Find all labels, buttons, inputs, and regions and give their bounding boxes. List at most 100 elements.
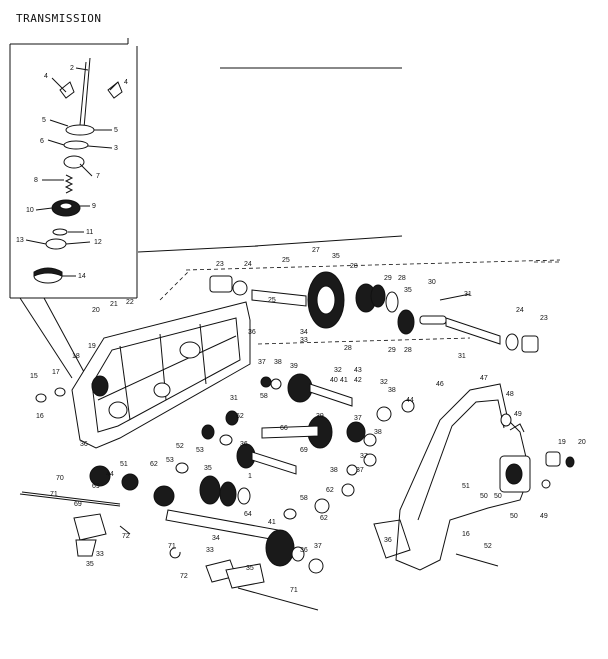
callout-34c: 33 bbox=[206, 547, 214, 554]
callout-35b: 34 bbox=[212, 535, 220, 542]
callout-33: 32 bbox=[334, 367, 342, 374]
callout-51b: 50 bbox=[510, 513, 518, 520]
callout-36d: 35 bbox=[246, 565, 254, 572]
callout-69: 71 bbox=[50, 491, 58, 498]
callout-4b: 4 bbox=[124, 79, 128, 86]
callout-37: 36 bbox=[248, 329, 256, 336]
callout-58: 62 bbox=[236, 413, 244, 420]
callout-35: 34 bbox=[300, 329, 308, 336]
callout-37b: 36 bbox=[240, 441, 248, 448]
callout-32: 32 bbox=[380, 379, 388, 386]
callout-49: 49 bbox=[514, 411, 522, 418]
callout-43: 42 bbox=[354, 377, 362, 384]
callout-38: 37 bbox=[258, 359, 266, 366]
callout-55: 53 bbox=[196, 447, 204, 454]
callout-31b: 31 bbox=[458, 353, 466, 360]
callout-57: 31 bbox=[230, 395, 238, 402]
callout-37c: 36 bbox=[80, 441, 88, 448]
callout-38b: 37 bbox=[354, 415, 362, 422]
callout-58b: 62 bbox=[150, 461, 158, 468]
callout-11: 11 bbox=[86, 229, 93, 236]
callout-17: 17 bbox=[52, 369, 60, 376]
callout-37d: 36 bbox=[300, 547, 308, 554]
callout-24: 24 bbox=[244, 261, 252, 268]
right-case-half bbox=[373, 383, 575, 571]
callout-23: 23 bbox=[216, 261, 224, 268]
callout-38d: 37 bbox=[356, 467, 364, 474]
callout-51: 50 bbox=[494, 493, 502, 500]
callout-6: 6 bbox=[40, 138, 44, 145]
callout-23b: 23 bbox=[540, 315, 548, 322]
callout-54b: 52 bbox=[484, 543, 492, 550]
callout-71: 71 bbox=[168, 543, 176, 550]
callout-39c: 38 bbox=[374, 429, 382, 436]
callout-28b: 28 bbox=[398, 275, 406, 282]
callout-66: 69 bbox=[300, 447, 308, 454]
callout-70: 72 bbox=[122, 533, 130, 540]
callout-65: 44 bbox=[106, 471, 114, 478]
callout-3: 3 bbox=[114, 145, 118, 152]
callout-66c: 69 bbox=[74, 501, 82, 508]
callout-22: 22 bbox=[126, 299, 134, 306]
callout-53: 51 bbox=[120, 461, 128, 468]
callout-10: 10 bbox=[26, 207, 34, 214]
callout-34: 33 bbox=[300, 337, 308, 344]
callout-25: 25 bbox=[282, 257, 290, 264]
callout-31: 31 bbox=[464, 291, 472, 298]
callout-42: 41 bbox=[340, 377, 348, 384]
callout-13: 13 bbox=[16, 237, 24, 244]
callout-2: 2 bbox=[70, 65, 74, 72]
callout-20b: 20 bbox=[578, 439, 586, 446]
callout-5: 5 bbox=[42, 117, 46, 124]
callout-8: 8 bbox=[34, 177, 38, 184]
shift-parts bbox=[19, 491, 319, 611]
callout-20: 20 bbox=[92, 307, 100, 314]
callout-39d: 38 bbox=[330, 467, 338, 474]
callout-61: 1 bbox=[248, 473, 252, 480]
diagram-title: TRANSMISSION bbox=[16, 12, 102, 25]
callout-labels: 2 4 4 5 5 6 3 7 8 10 9 11 12 13 14 15 16… bbox=[16, 65, 586, 594]
callout-4a: 4 bbox=[44, 73, 48, 80]
callout-38c: 37 bbox=[360, 453, 368, 460]
callout-36: 35 bbox=[332, 253, 340, 260]
callout-7: 7 bbox=[96, 173, 100, 180]
callout-55b: 53 bbox=[166, 457, 174, 464]
callout-29a: 29 bbox=[384, 275, 392, 282]
callout-64: 70 bbox=[56, 475, 64, 482]
callout-29b: 29 bbox=[388, 347, 396, 354]
upper-shaft-group bbox=[137, 67, 561, 353]
callout-16b: 16 bbox=[462, 531, 470, 538]
callout-46: 46 bbox=[436, 381, 444, 388]
callout-47: 47 bbox=[480, 375, 488, 382]
callout-21: 21 bbox=[110, 301, 118, 308]
callout-59: 35 bbox=[204, 465, 212, 472]
callout-53b: 51 bbox=[462, 483, 470, 490]
callout-39: 38 bbox=[274, 359, 282, 366]
callout-16: 16 bbox=[36, 413, 44, 420]
callout-36b: 35 bbox=[404, 287, 412, 294]
callout-12: 12 bbox=[94, 239, 102, 246]
gear-train bbox=[35, 373, 415, 574]
callout-24b: 24 bbox=[516, 307, 524, 314]
callout-48: 48 bbox=[506, 391, 514, 398]
callout-28: 28 bbox=[350, 263, 358, 270]
callout-40b: 39 bbox=[316, 413, 324, 420]
callout-18: 18 bbox=[72, 353, 80, 360]
callout-34b: 33 bbox=[96, 551, 104, 558]
callout-39b: 38 bbox=[388, 387, 396, 394]
callout-37e: 36 bbox=[384, 537, 392, 544]
callout-15: 15 bbox=[30, 373, 38, 380]
callout-56b: 58 bbox=[300, 495, 308, 502]
callout-28c: 28 bbox=[344, 345, 352, 352]
callout-42b: 41 bbox=[268, 519, 276, 526]
callout-41: 40 bbox=[330, 377, 338, 384]
callout-36c: 35 bbox=[86, 561, 94, 568]
callout-62: 64 bbox=[244, 511, 252, 518]
callout-40: 39 bbox=[290, 363, 298, 370]
callout-72: 72 bbox=[180, 573, 188, 580]
callout-14: 14 bbox=[78, 273, 86, 280]
callout-9: 9 bbox=[92, 203, 96, 210]
callout-50: 49 bbox=[540, 513, 548, 520]
